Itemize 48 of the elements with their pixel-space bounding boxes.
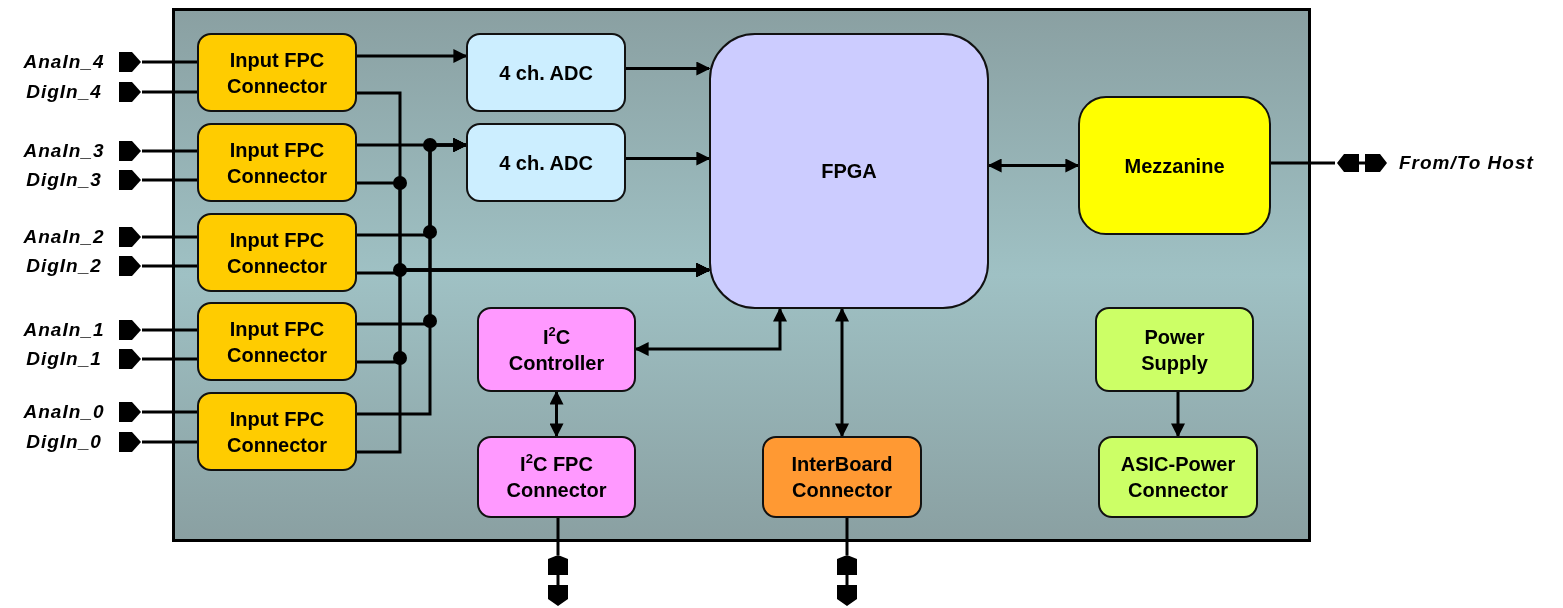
arrow	[987, 158, 1080, 173]
adc-box: 4 ch. ADC	[466, 123, 626, 202]
connector-box: Input FPC Connector	[197, 392, 357, 471]
signal-line	[142, 60, 197, 64]
connector-box: Input FPC Connector	[197, 33, 357, 112]
arrow	[549, 390, 564, 438]
connector-box: Input FPC Connector	[197, 123, 357, 202]
arrow	[1171, 392, 1185, 438]
controller-box: I$^{2}$C Controller	[477, 307, 636, 392]
connector-box: Input FPC Connector	[197, 213, 357, 292]
pin-label: DigIn_4	[25, 81, 103, 103]
pin-label: DigIn_0	[25, 431, 103, 453]
connector-box: Input FPC Connector	[197, 302, 357, 381]
signal-line	[142, 410, 197, 414]
signal-line	[142, 264, 197, 268]
adc-box: 4 ch. ADC	[466, 33, 626, 112]
signal-line	[142, 440, 197, 444]
pin-label: AnaIn_4	[22, 51, 106, 73]
signal-line	[845, 518, 849, 555]
fpga-box: FPGA	[709, 33, 989, 309]
arrow	[357, 49, 468, 63]
connector-box: ASIC-Power Connector	[1098, 436, 1258, 518]
signal-line	[142, 357, 197, 361]
pin-label: AnaIn_1	[22, 319, 106, 341]
arrow	[626, 61, 711, 76]
signal-line	[1271, 161, 1335, 165]
arrow	[634, 307, 787, 356]
pin-label: DigIn_3	[25, 169, 103, 191]
pin-label: DigIn_2	[25, 255, 103, 277]
power-supply-box: Power Supply	[1095, 307, 1254, 392]
signal-line	[556, 518, 560, 555]
signal-line	[142, 235, 197, 239]
arrow	[357, 138, 468, 416]
pin-label: AnaIn_3	[22, 140, 106, 162]
pin-label: AnaIn_2	[22, 226, 106, 248]
signal-line	[142, 328, 197, 332]
signal-line	[142, 90, 197, 94]
arrow	[626, 151, 711, 166]
signal-line	[142, 149, 197, 153]
host-label: From/To Host	[1399, 152, 1534, 174]
arrow	[835, 307, 849, 438]
connector-box: I$^{2}$C FPC Connector	[477, 436, 636, 518]
pin-label: AnaIn_0	[22, 401, 106, 423]
pin-label: DigIn_1	[25, 348, 103, 370]
mezzanine-box: Mezzanine	[1078, 96, 1271, 235]
connector-box: InterBoard Connector	[762, 436, 922, 518]
board-outline	[172, 8, 1311, 542]
signal-line	[142, 178, 197, 182]
